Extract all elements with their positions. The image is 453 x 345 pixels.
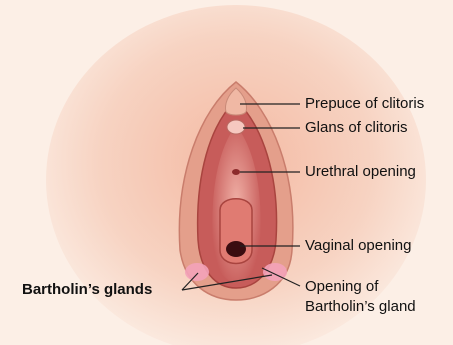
glans <box>227 120 245 134</box>
vaginal-opening <box>226 241 246 257</box>
label-bartholins-glands: Bartholin’s glands <box>22 281 152 299</box>
label-glans: Glans of clitoris <box>305 119 408 137</box>
label-bartholin-opening-2: Bartholin’s gland <box>305 298 416 316</box>
label-prepuce: Prepuce of clitoris <box>305 95 424 113</box>
bartholin-gland-left <box>185 263 209 281</box>
label-vaginal: Vaginal opening <box>305 237 411 255</box>
label-urethral: Urethral opening <box>305 163 416 181</box>
urethral-opening <box>232 169 240 175</box>
label-bartholin-opening-1: Opening of <box>305 278 378 296</box>
